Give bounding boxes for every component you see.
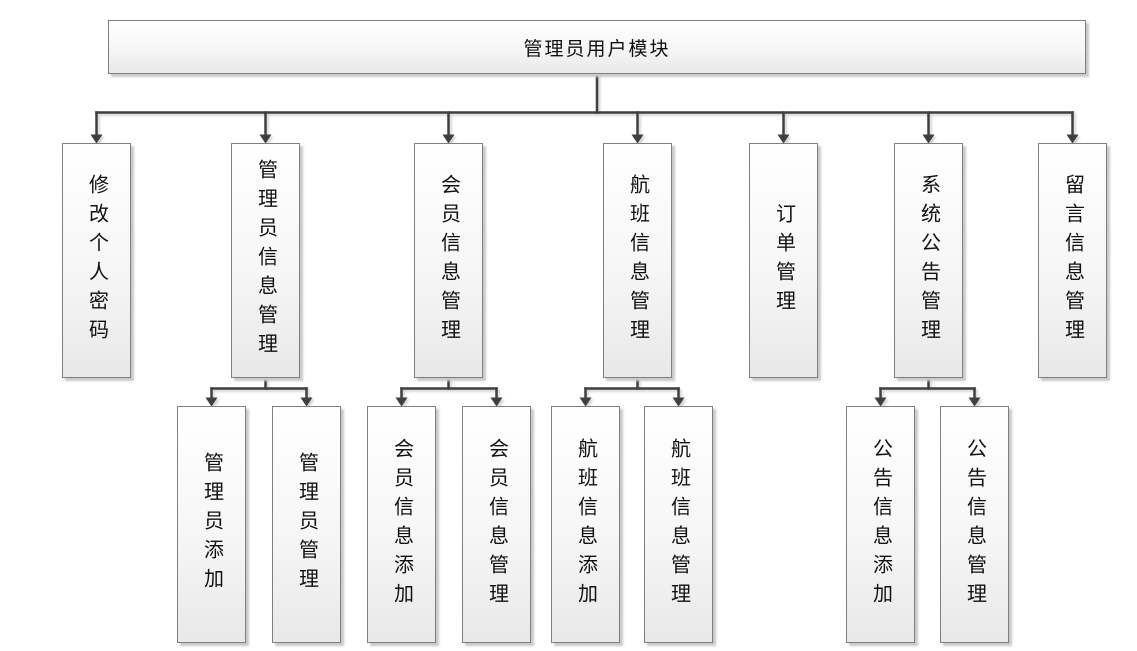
connector-admin-subtree: [210, 376, 308, 401]
node-member-info-mgmt: 会员信息管理: [414, 143, 483, 378]
node-admin-manage-label: 管理员管理: [295, 452, 318, 597]
node-modify-password-label: 修改个人密码: [85, 173, 108, 348]
node-notice-info-manage: 公告信息管理: [940, 406, 1009, 643]
node-notice-info-add-label: 公告信息添加: [869, 437, 892, 612]
node-system-notice-mgmt: 系统公告管理: [894, 143, 963, 378]
arrowheads-level2: [90, 134, 1079, 144]
node-order-mgmt-label: 订单管理: [772, 202, 795, 319]
node-admin-info-mgmt-label: 管理员信息管理: [254, 159, 277, 362]
node-admin-add: 管理员添加: [177, 406, 246, 643]
node-flight-info-manage-label: 航班信息管理: [667, 437, 690, 612]
node-member-info-add: 会员信息添加: [367, 406, 436, 643]
node-modify-password: 修改个人密码: [62, 143, 131, 378]
connector-root-to-level2: [95, 72, 1074, 138]
node-member-info-add-label: 会员信息添加: [390, 437, 413, 612]
node-admin-manage: 管理员管理: [272, 406, 341, 643]
node-notice-info-manage-label: 公告信息管理: [963, 437, 986, 612]
node-member-info-manage-label: 会员信息管理: [485, 437, 508, 612]
node-flight-info-mgmt-label: 航班信息管理: [626, 173, 649, 348]
node-flight-info-mgmt: 航班信息管理: [603, 143, 672, 378]
node-member-info-manage: 会员信息管理: [462, 406, 531, 643]
node-admin-info-mgmt: 管理员信息管理: [231, 143, 300, 378]
connector-flight-subtree: [584, 376, 680, 401]
node-flight-info-manage: 航班信息管理: [644, 406, 713, 643]
node-flight-info-add-label: 航班信息添加: [574, 437, 597, 612]
arrowheads-level3: [205, 397, 981, 407]
node-message-info-mgmt-label: 留言信息管理: [1061, 173, 1084, 348]
node-message-info-mgmt: 留言信息管理: [1038, 143, 1107, 378]
node-notice-info-add: 公告信息添加: [846, 406, 915, 643]
node-root: 管理员用户模块: [108, 20, 1086, 74]
node-flight-info-add: 航班信息添加: [551, 406, 620, 643]
node-admin-add-label: 管理员添加: [200, 452, 223, 597]
node-root-label: 管理员用户模块: [523, 38, 671, 60]
node-order-mgmt: 订单管理: [749, 143, 818, 378]
connector-member-subtree: [400, 376, 498, 401]
connector-notice-subtree: [879, 376, 976, 401]
node-system-notice-mgmt-label: 系统公告管理: [917, 173, 940, 348]
node-member-info-mgmt-label: 会员信息管理: [437, 173, 460, 348]
